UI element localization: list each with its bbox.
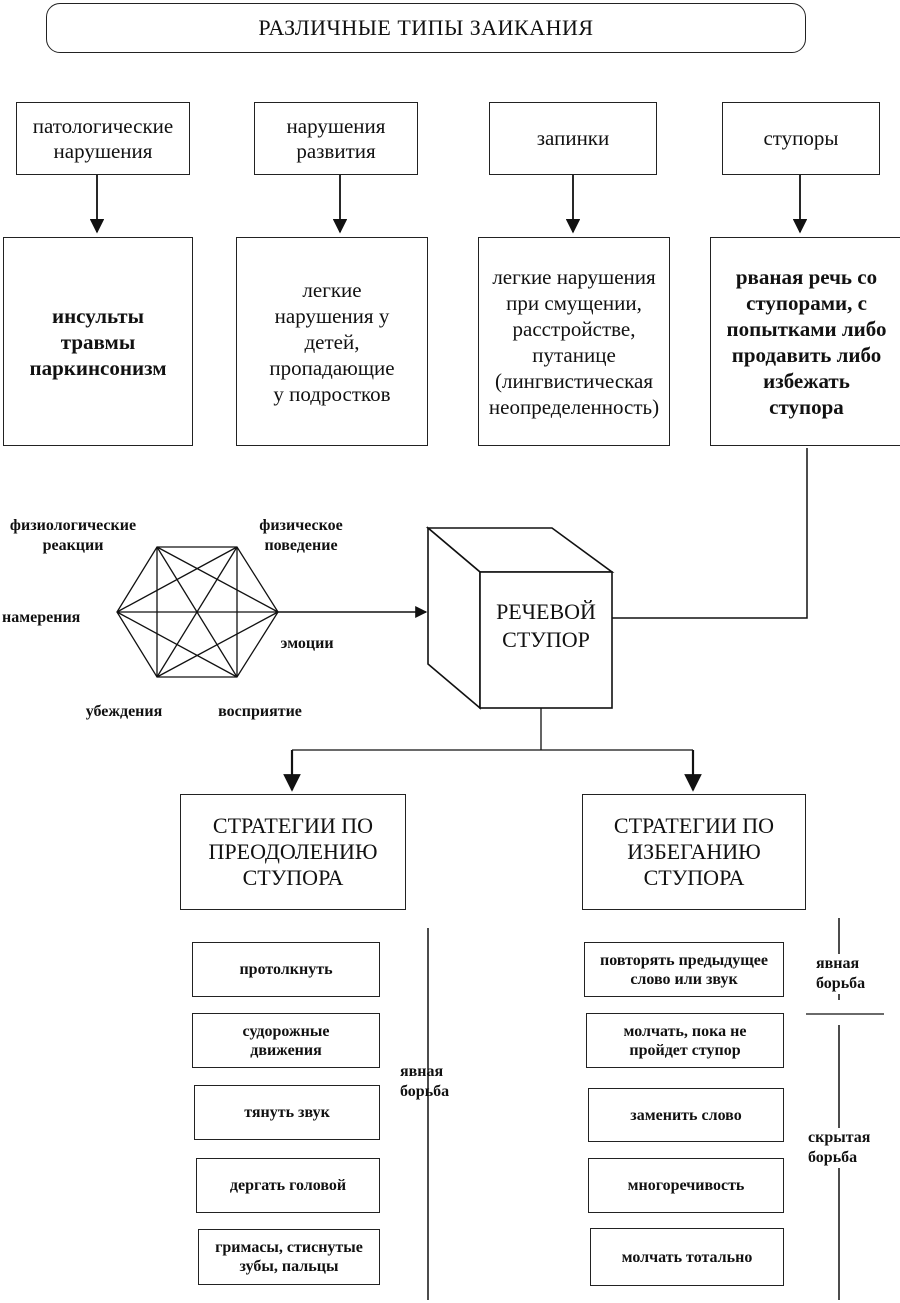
description-text: легкие нарушения у детей, пропадающие у …	[269, 277, 395, 406]
description-text: легкие нарушения при смущении, расстройс…	[488, 264, 660, 419]
strategy-box-overcome: СТРАТЕГИИ ПО ПРЕОДОЛЕНИЮ СТУПОРА	[180, 794, 406, 910]
cube-shape	[425, 526, 615, 710]
description-box-pathological: инсульты травмы паркинсонизм	[3, 237, 193, 446]
hexagon-label-perception: восприятие	[218, 703, 302, 720]
hexagon-label-beliefs: убеждения	[85, 703, 163, 720]
speech-stupor-label: РЕЧЕВОЙ СТУПОР	[496, 599, 596, 652]
category-label: патологические нарушения	[32, 113, 174, 163]
item-text: дергать головой	[229, 1177, 347, 1194]
overcome-side-label: явная борьба	[400, 1063, 450, 1100]
hexagon-label-physical: физическое поведение	[259, 517, 343, 554]
description-text: рваная речь со ступорами, с попытками ли…	[726, 264, 887, 419]
strategy-box-avoid: СТРАТЕГИИ ПО ИЗБЕГАНИЮ СТУПОРА	[582, 794, 806, 910]
avoid-item: заменить слово	[588, 1088, 784, 1142]
overcome-item: дергать головой	[196, 1158, 380, 1213]
description-box-development: легкие нарушения у детей, пропадающие у …	[236, 237, 428, 446]
item-text: судорожные движения	[242, 1022, 330, 1059]
avoid-item: повторять предыдущее слово или звук	[584, 942, 784, 997]
category-label: ступоры	[763, 126, 839, 150]
description-text: инсульты травмы паркинсонизм	[29, 303, 167, 380]
item-text: тянуть звук	[244, 1104, 330, 1121]
item-text: молчать, пока не пройдет ступор	[623, 1022, 747, 1059]
category-label: нарушения развития	[286, 113, 386, 163]
avoid-side-label-open: явная борьба	[816, 954, 880, 994]
hexagon-diagram	[116, 546, 279, 678]
item-text: гримасы, стиснутые зубы, пальцы	[215, 1239, 363, 1275]
category-box-hesitations: запинки	[489, 102, 657, 175]
connector-stupors-to-cube	[612, 448, 808, 619]
item-text: протолкнуть	[239, 961, 333, 978]
hexagon-label-intentions: намерения	[2, 609, 81, 626]
category-box-development: нарушения развития	[254, 102, 418, 175]
avoid-item: молчать, пока не пройдет ступор	[586, 1013, 784, 1068]
category-box-pathological: патологические нарушения	[16, 102, 190, 175]
overcome-item: протолкнуть	[192, 942, 380, 997]
hexagon-label-emotions: эмоции	[280, 635, 334, 652]
description-box-stupors: рваная речь со ступорами, с попытками ли…	[710, 237, 900, 446]
page-title: РАЗЛИЧНЫЕ ТИПЫ ЗАИКАНИЯ	[46, 3, 806, 53]
strategy-title: СТРАТЕГИИ ПО ПРЕОДОЛЕНИЮ СТУПОРА	[208, 813, 378, 890]
item-text: повторять предыдущее слово или звук	[600, 951, 768, 988]
hexagon-label-physiological: физиологические реакции	[9, 517, 137, 554]
item-text: многоречивость	[627, 1177, 745, 1194]
overcome-item: тянуть звук	[194, 1085, 380, 1140]
avoid-item: молчать тотально	[590, 1228, 784, 1286]
item-text: заменить слово	[630, 1106, 742, 1124]
item-text: молчать тотально	[621, 1248, 753, 1266]
avoid-side-label-hidden: скрытая борьба	[808, 1128, 882, 1168]
overcome-item: судорожные движения	[192, 1013, 380, 1068]
avoid-item: многоречивость	[588, 1158, 784, 1213]
category-box-stupors: ступоры	[722, 102, 880, 175]
category-label: запинки	[536, 126, 610, 150]
overcome-item: гримасы, стиснутые зубы, пальцы	[198, 1229, 380, 1285]
strategy-title: СТРАТЕГИИ ПО ИЗБЕГАНИЮ СТУПОРА	[613, 813, 775, 890]
description-box-hesitations: легкие нарушения при смущении, расстройс…	[478, 237, 670, 446]
page-title-text: РАЗЛИЧНЫЕ ТИПЫ ЗАИКАНИЯ	[258, 15, 594, 40]
